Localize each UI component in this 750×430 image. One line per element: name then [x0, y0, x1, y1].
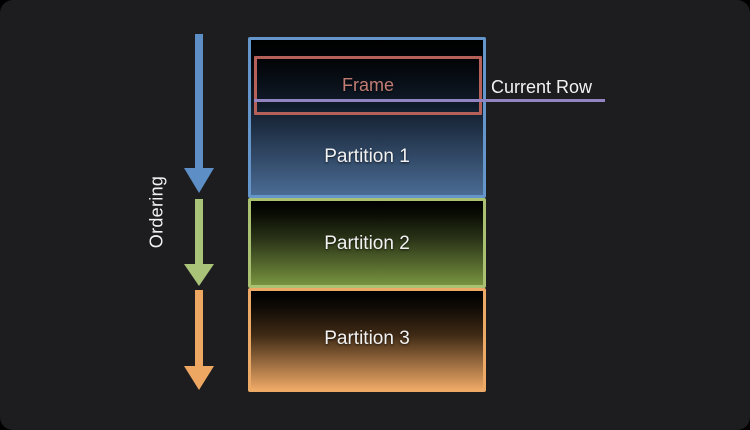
green-arrow-down-icon	[184, 264, 214, 286]
ordering-axis-label: Ordering	[146, 175, 167, 249]
partition-3-label: Partition 3	[324, 328, 410, 349]
current-row-label: Current Row	[491, 77, 593, 97]
current-row-line	[254, 99, 605, 102]
frame-label: Frame	[341, 75, 394, 95]
blue-arrow-shaft	[195, 34, 203, 169]
orange-arrow-shaft	[195, 290, 203, 367]
partition-2-box	[248, 198, 486, 288]
orange-arrow-down-icon	[184, 366, 214, 390]
partition-2-label: Partition 2	[324, 233, 410, 254]
blue-arrow-down-icon	[184, 168, 214, 193]
partition-1-label: Partition 1	[324, 146, 410, 167]
partition-3-box	[248, 288, 486, 392]
partition-1-box	[248, 37, 486, 198]
green-arrow-shaft	[195, 199, 203, 265]
frame-box: Frame	[254, 56, 482, 115]
